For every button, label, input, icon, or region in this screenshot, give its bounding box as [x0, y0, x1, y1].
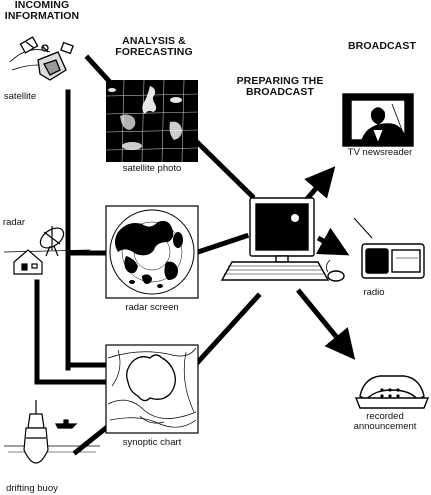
label-tv-newsreader: TV newsreader — [347, 147, 413, 158]
heading-incoming-information: INCOMING INFORMATION — [4, 0, 80, 22]
label-satellite: satellite — [3, 91, 37, 102]
label-radar: radar — [2, 217, 26, 228]
line-photo-to-computer — [194, 139, 256, 200]
satellite-icon — [9, 36, 74, 81]
heading-preparing-broadcast: PREPARING THE BROADCAST — [236, 75, 324, 98]
label-radar-screen: radar screen — [125, 302, 179, 313]
tv-icon — [342, 93, 414, 147]
heading-analysis-forecasting: ANALYSIS & FORECASTING — [115, 35, 193, 58]
broadcast-arrows — [296, 166, 356, 360]
synoptic-chart-image — [105, 344, 199, 434]
computer-icon — [220, 197, 345, 282]
label-radio: radio — [363, 287, 385, 298]
line-buoy-to-synoptic — [72, 424, 110, 456]
line-synoptic-to-computer — [194, 292, 262, 366]
label-drifting-buoy: drifting buoy — [6, 483, 58, 494]
arrow-to-phone — [296, 288, 356, 360]
telephone-icon — [354, 375, 430, 409]
label-synoptic-chart: synoptic chart — [122, 437, 182, 448]
label-satellite-photo: satellite photo — [122, 163, 182, 174]
drifting-buoy-icon — [4, 400, 100, 464]
line-satellite-to-photo — [84, 54, 112, 84]
label-recorded-announcement: recorded announcement — [353, 412, 417, 432]
arrow-to-radio — [315, 227, 350, 256]
heading-broadcast: BROADCAST — [348, 40, 416, 52]
satellite-photo-image — [105, 79, 199, 163]
radio-icon — [353, 217, 425, 279]
arrow-to-tv — [304, 166, 336, 202]
radar-screen-image — [105, 205, 199, 299]
radar-icon — [3, 226, 91, 275]
line-radar-screen-to-computer — [194, 232, 250, 256]
connector-lines — [34, 54, 262, 456]
